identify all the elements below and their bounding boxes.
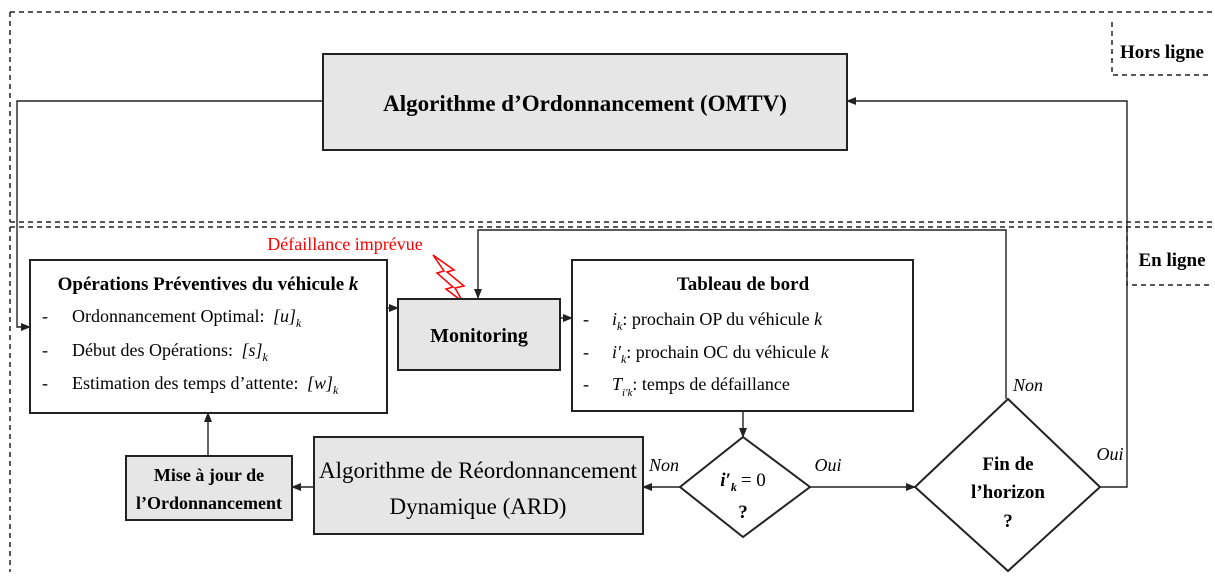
list-dash: -	[583, 342, 589, 362]
list-dash: -	[583, 374, 589, 394]
condition1-no-label: Non	[648, 455, 679, 475]
edge-labels: Non Oui Non Oui	[648, 375, 1124, 475]
condition1-yes-label: Oui	[815, 455, 842, 475]
condition2-diamond: Fin de l’horizon ?	[913, 397, 1102, 573]
dashboard-item: - ik: prochain OP du véhicule k	[583, 309, 823, 333]
update-line2: l’Ordonnancement	[136, 493, 282, 513]
svg-text:Ti′k: temps de défaillance: Ti′k: temps de défaillance	[612, 374, 790, 399]
online-label: En ligne	[1138, 250, 1205, 271]
omtv-box: Algorithme d’Ordonnancement (OMTV)	[322, 53, 848, 151]
list-dash: -	[42, 340, 48, 360]
preventive-operations-box: Opérations Préventives du véhicule k - O…	[29, 259, 388, 414]
offline-label-text: Hors ligne	[1120, 42, 1204, 63]
svg-text:Début des Opérations:: Début des Opérations: [s]k	[72, 340, 268, 364]
lightning-icon	[432, 254, 466, 303]
preventive-item: - Début des Opérations: [s]k	[42, 340, 268, 364]
preventive-item: - Estimation des temps d’attente: [w]k	[42, 373, 339, 397]
svg-text:Estimation des temps d’attente: Estimation des temps d’attente: [w]k	[72, 373, 339, 397]
condition2-question: ?	[1003, 511, 1013, 532]
condition1-diamond: i′k= 0 ?	[678, 435, 812, 539]
svg-text:Ordonnancement Optimal:: Ordonnancement Optimal: [u]k	[72, 306, 302, 330]
ard-box: Algorithme de Réordonnancement Dynamique…	[313, 436, 644, 535]
monitoring-label: Monitoring	[430, 325, 528, 347]
condition1-label: i′k= 0	[720, 470, 766, 494]
update-box: Mise à jour de l’Ordonnancement	[125, 455, 293, 521]
connectors	[16, 97, 1128, 491]
condition2-line2: l’horizon	[971, 482, 1045, 503]
update-line1: Mise à jour de	[154, 465, 264, 485]
edge-omtv-to-preventive	[16, 100, 323, 331]
svg-text:ik: prochain OP du véhicule: ik: prochain OP du véhicule k	[612, 309, 823, 333]
preventive-item: - Ordonnancement Optimal: [u]k	[42, 306, 302, 330]
online-label-text: En ligne	[1138, 250, 1205, 271]
dashboard-box: Tableau de bord - ik: prochain OP du véh…	[571, 259, 914, 412]
condition1-question: ?	[738, 502, 748, 523]
dashboard-title: Tableau de bord	[677, 274, 810, 295]
condition2-no-label: Non	[1012, 375, 1043, 395]
condition2-line1: Fin de	[982, 454, 1033, 475]
condition2-yes-label: Oui	[1097, 444, 1124, 464]
offline-label: Hors ligne	[1111, 22, 1212, 76]
preventive-title: Opérations Préventives du véhicule k	[58, 274, 359, 295]
list-dash: -	[42, 373, 48, 393]
edge-condition2-to-monitoring	[474, 229, 1007, 399]
dashboard-item: - i′k: prochain OC du véhicule k	[583, 342, 830, 366]
list-dash: -	[583, 309, 589, 329]
ard-line2: Dynamique (ARD)	[390, 494, 567, 519]
failure-label: Défaillance imprévue	[267, 234, 422, 254]
offline-section	[9, 11, 1212, 223]
edge-condition2-to-omtv	[846, 97, 1128, 488]
ard-line1: Algorithme de Réordonnancement	[319, 458, 638, 483]
list-dash: -	[42, 306, 48, 326]
svg-text:i′k: prochain OC du véhicule: i′k: prochain OC du véhicule k	[612, 342, 830, 366]
omtv-label: Algorithme d’Ordonnancement (OMTV)	[383, 91, 787, 116]
monitoring-box: Monitoring	[397, 298, 561, 371]
dashboard-item: - Ti′k: temps de défaillance	[583, 374, 790, 399]
